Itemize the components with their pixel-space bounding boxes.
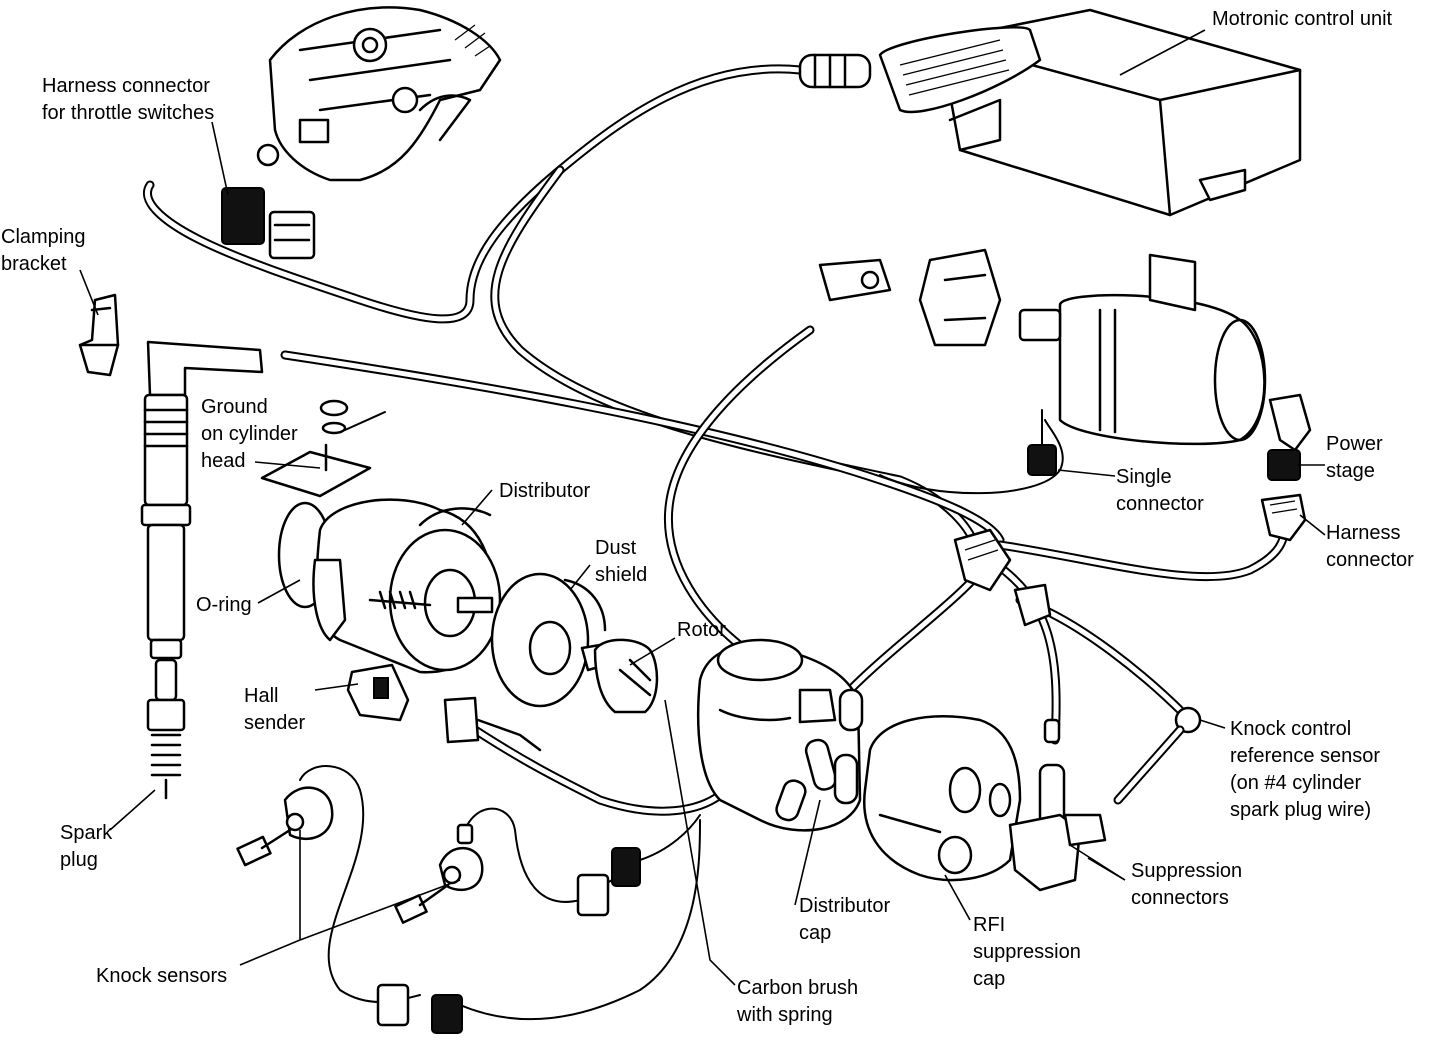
power-stage	[1267, 393, 1312, 481]
label-line: Rotor	[677, 619, 726, 641]
label-rfi-suppression-cap: RFI suppression cap	[973, 912, 1081, 993]
label-line: Single	[1116, 466, 1172, 488]
clamping-bracket	[78, 293, 120, 377]
label-line: Harness connector	[42, 75, 210, 97]
ground-bracket	[260, 399, 386, 498]
distributor-cap	[696, 638, 864, 832]
label-line: sender	[244, 712, 306, 734]
label-knock-reference-sensor: Knock control reference sensor (on #4 cy…	[1230, 716, 1380, 824]
label-hall-sender: Hall sender	[244, 683, 305, 737]
label-spark-plug: Spark plug	[60, 820, 112, 874]
throttle-body	[221, 6, 502, 260]
suppression-connectors	[1008, 718, 1107, 892]
label-line: connector	[1116, 493, 1204, 515]
label-line: on cylinder	[201, 423, 298, 445]
label-motronic-control-unit: Motronic control unit	[1212, 6, 1392, 33]
label-line: Suppression	[1131, 860, 1243, 882]
dust-shield	[490, 572, 607, 708]
label-line: RFI	[973, 914, 1006, 936]
label-line: head	[201, 450, 246, 472]
label-power-stage: Power stage	[1326, 431, 1383, 485]
label-dust-shield: Dust shield	[595, 535, 647, 589]
label-harness-connector: Harness connector	[1326, 520, 1414, 574]
spark-plug-wire	[140, 340, 264, 660]
label-line: Distributor	[799, 895, 891, 917]
label-line: Carbon brush	[737, 977, 859, 999]
label-line: plug	[60, 849, 98, 871]
label-line: spark plug wire)	[1230, 799, 1372, 821]
harness-connector	[953, 493, 1307, 627]
label-line: shield	[595, 564, 648, 586]
motronic-control-unit	[798, 8, 1302, 217]
rfi-suppression-cap	[863, 715, 1022, 882]
rotor	[580, 638, 659, 714]
label-carbon-brush: Carbon brush with spring	[737, 975, 858, 1029]
label-line: Ground	[201, 396, 268, 418]
label-line: with spring	[737, 1004, 833, 1026]
label-line: (on #4 cylinder	[1230, 772, 1362, 794]
label-throttle-harness-connector: Harness connector for throttle switches	[42, 73, 214, 127]
label-line: connectors	[1131, 887, 1229, 909]
label-line: Power	[1326, 433, 1383, 455]
label-single-connector: Single connector	[1116, 464, 1204, 518]
label-line: Spark	[60, 822, 113, 844]
label-line: for throttle switches	[42, 102, 215, 124]
label-clamping-bracket: Clamping bracket	[1, 224, 85, 278]
label-line: connector	[1326, 549, 1414, 571]
knock-reference-sensor	[1113, 706, 1202, 805]
label-line: Motronic control unit	[1212, 8, 1393, 30]
label-distributor: Distributor	[499, 478, 590, 505]
label-distributor-cap: Distributor cap	[799, 893, 890, 947]
wiring-harness	[143, 64, 1290, 1021]
label-line: cap	[973, 968, 1006, 990]
label-line: O-ring	[196, 594, 252, 616]
label-line: Dust	[595, 537, 637, 559]
label-o-ring: O-ring	[196, 592, 252, 619]
label-suppression-connectors: Suppression connectors	[1131, 858, 1242, 912]
label-line: Distributor	[499, 480, 591, 502]
label-line: cap	[799, 922, 832, 944]
label-line: Clamping	[1, 226, 86, 248]
leader-lines	[79, 29, 1326, 986]
label-ground-cylinder-head: Ground on cylinder head	[201, 394, 298, 475]
label-knock-sensors: Knock sensors	[96, 963, 227, 990]
hall-sender	[346, 663, 542, 752]
single-connector	[1027, 409, 1057, 476]
label-line: Knock control	[1230, 718, 1352, 740]
ignition-coil	[818, 248, 1267, 446]
label-rotor: Rotor	[677, 617, 726, 644]
spark-plug	[146, 658, 186, 800]
distributor	[277, 498, 502, 674]
label-line: bracket	[1, 253, 67, 275]
label-line: Knock sensors	[96, 965, 228, 987]
label-line: suppression	[973, 941, 1081, 963]
label-line: Harness	[1326, 522, 1401, 544]
knock-sensors	[236, 786, 641, 1034]
label-line: Hall	[244, 685, 279, 707]
label-line: stage	[1326, 460, 1375, 482]
label-line: reference sensor	[1230, 745, 1381, 767]
